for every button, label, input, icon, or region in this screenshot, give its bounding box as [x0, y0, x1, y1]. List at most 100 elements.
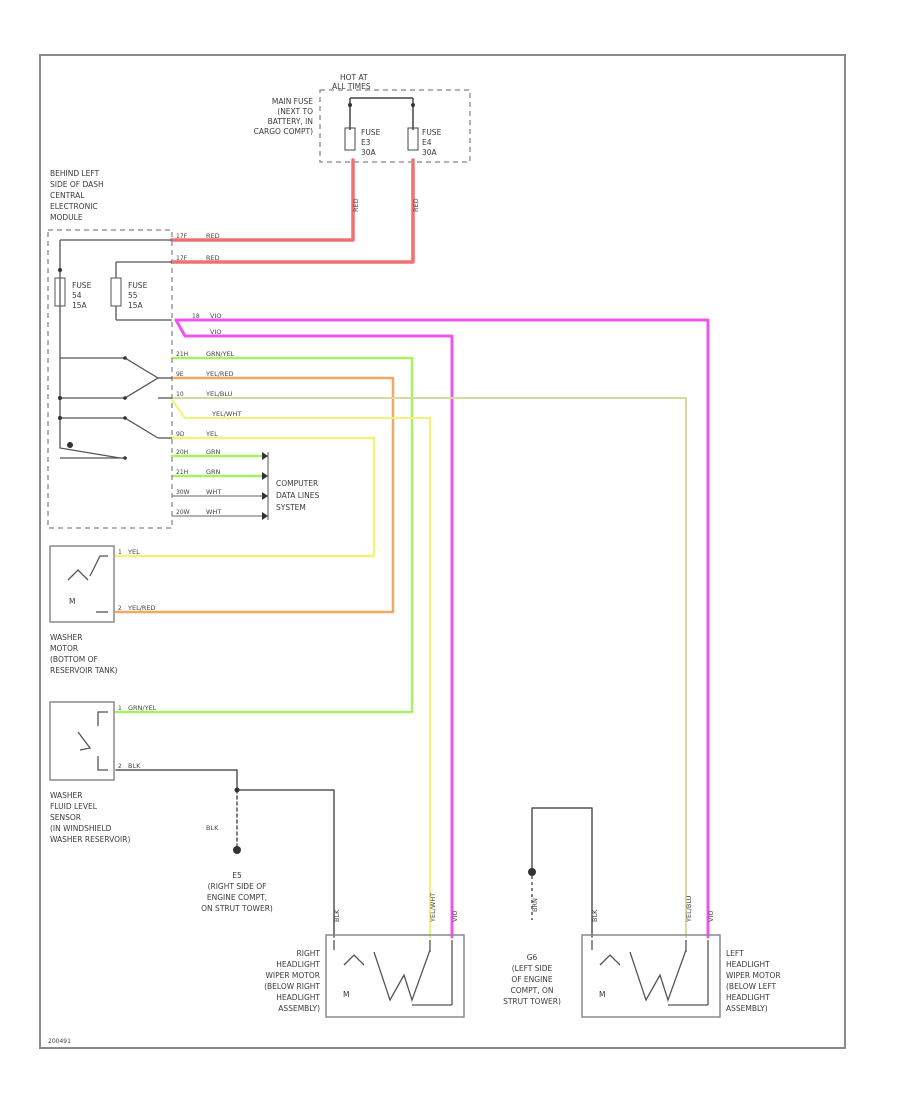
- wire-label-rm-vio: VIO: [451, 911, 459, 922]
- svg-text:SYSTEM: SYSTEM: [276, 503, 306, 512]
- svg-text:FLUID LEVEL: FLUID LEVEL: [50, 802, 98, 811]
- svg-text:HEADLIGHT: HEADLIGHT: [726, 960, 770, 969]
- main-fuse-e3-label: FUSE E3 30A: [361, 128, 381, 157]
- svg-text:WIPER MOTOR: WIPER MOTOR: [265, 971, 320, 980]
- wire-label-rm-yelwht: YEL/WHT: [429, 893, 437, 923]
- svg-text:RESERVOIR TANK): RESERVOIR TANK): [50, 666, 118, 675]
- svg-text:HEADLIGHT: HEADLIGHT: [276, 993, 320, 1002]
- right-motor-wire-labels: BLK YEL/WHT VIO: [333, 893, 459, 923]
- pin-9e: 9E: [176, 371, 184, 378]
- svg-text:15A: 15A: [128, 301, 144, 310]
- svg-text:FUSE: FUSE: [422, 128, 442, 137]
- wire-yel: [114, 436, 376, 558]
- wire-label-lm-vio: VIO: [707, 911, 715, 922]
- svg-text:E3: E3: [361, 138, 371, 147]
- pin-17f-1: 17F: [176, 233, 188, 240]
- ground-e5-label: E5 (RIGHT SIDE OF ENGINE COMPT, ON STRUT…: [201, 871, 273, 913]
- wire-label-yelblu: YEL/BLU: [205, 390, 233, 398]
- svg-text:LEFT: LEFT: [726, 949, 744, 958]
- svg-text:ALL TIMES: ALL TIMES: [332, 82, 371, 91]
- svg-text:(RIGHT SIDE OF: (RIGHT SIDE OF: [208, 882, 267, 891]
- wire-blk-left-motor: [531, 807, 593, 938]
- svg-text:MAIN FUSE: MAIN FUSE: [272, 97, 313, 106]
- svg-text:1: 1: [118, 549, 122, 556]
- washer-motor-label: WASHER MOTOR (BOTTOM OF RESERVOIR TANK): [50, 633, 118, 675]
- svg-text:SIDE OF DASH: SIDE OF DASH: [50, 180, 104, 189]
- svg-text:2: 2: [118, 763, 122, 770]
- pin-18: 18: [192, 313, 200, 320]
- wire-label-g6-brn: BRN: [531, 898, 539, 912]
- main-fuse-e4-label: FUSE E4 30A: [422, 128, 442, 157]
- wire-label-red-v2: RED: [412, 198, 420, 212]
- ground-e5: [233, 787, 241, 854]
- svg-text:HOT AT: HOT AT: [340, 73, 368, 82]
- washer-motor: M: [49, 545, 115, 623]
- svg-text:2: 2: [118, 605, 122, 612]
- svg-text:ASSEMBLY): ASSEMBLY): [278, 1004, 320, 1013]
- fluid-sensor-pins: 1 GRN/YEL 2 BLK: [118, 704, 157, 770]
- svg-text:E4: E4: [422, 138, 432, 147]
- svg-text:HEADLIGHT: HEADLIGHT: [276, 960, 320, 969]
- central-electronic-module: [47, 229, 173, 529]
- svg-text:E5: E5: [232, 871, 242, 880]
- wire-yelwht: [171, 399, 431, 938]
- ground-g6-label: G6 (LEFT SIDE OF ENGINE COMPT, ON STRUT …: [503, 953, 561, 1006]
- diagram-frame: [39, 54, 846, 1049]
- left-motor-wire-labels: BLK YEL/BLU VIO: [591, 895, 715, 923]
- svg-text:ASSEMBLY): ASSEMBLY): [726, 1004, 768, 1013]
- wire-label-red-1: RED: [206, 232, 220, 240]
- svg-text:CENTRAL: CENTRAL: [50, 191, 85, 200]
- hot-at-all-times-label: HOT AT ALL TIMES: [332, 73, 371, 91]
- pin-20w: 20W: [176, 509, 190, 516]
- svg-text:FUSE: FUSE: [72, 281, 92, 290]
- wire-label-rm-blk: BLK: [333, 909, 341, 922]
- wire-label-yelwht: YEL/WHT: [211, 410, 241, 418]
- wire-label-lm-yelblu: YEL/BLU: [685, 895, 693, 923]
- svg-text:SENSOR: SENSOR: [50, 813, 81, 822]
- svg-text:OF ENGINE: OF ENGINE: [511, 975, 553, 984]
- wire-label-lm-blk: BLK: [591, 909, 599, 922]
- svg-text:WASHER: WASHER: [50, 633, 83, 642]
- svg-text:ELECTRONIC: ELECTRONIC: [50, 202, 98, 211]
- svg-text:RIGHT: RIGHT: [297, 949, 321, 958]
- svg-text:ON STRUT TOWER): ON STRUT TOWER): [201, 904, 273, 913]
- wire-label-yel: YEL: [205, 430, 218, 438]
- right-motor-label: RIGHT HEADLIGHT WIPER MOTOR (BELOW RIGHT…: [264, 949, 320, 1013]
- main-fuse-box-label: MAIN FUSE (NEXT TO BATTERY, IN CARGO COM…: [254, 97, 314, 136]
- computer-data-lines-label: COMPUTER DATA LINES SYSTEM: [276, 479, 319, 512]
- svg-text:15A: 15A: [72, 301, 88, 310]
- svg-text:1: 1: [118, 705, 122, 712]
- svg-text:BEHIND LEFT: BEHIND LEFT: [50, 169, 100, 178]
- pin-10: 10: [176, 391, 184, 398]
- wire-label-fs-grnyel: GRN/YEL: [128, 704, 157, 712]
- svg-text:CARGO COMPT): CARGO COMPT): [254, 127, 313, 136]
- wire-violet-right-motor: [174, 318, 454, 939]
- svg-text:M: M: [69, 597, 75, 606]
- pin-9d: 9D: [176, 431, 185, 438]
- svg-text:(BOTTOM OF: (BOTTOM OF: [50, 655, 98, 664]
- left-motor-label: LEFT HEADLIGHT WIPER MOTOR (BELOW LEFT H…: [726, 949, 781, 1013]
- cem-fuse-55-label: FUSE 55 15A: [128, 281, 148, 310]
- cem-fuse-54-label: FUSE 54 15A: [72, 281, 92, 310]
- wire-label-red-2: RED: [206, 254, 220, 262]
- cem-wire-labels: RED RED VIO VIO GRN/YEL YEL/RED YEL/BLU …: [205, 198, 420, 516]
- svg-text:30A: 30A: [422, 148, 438, 157]
- svg-text:(IN WINDSHIELD: (IN WINDSHIELD: [50, 824, 112, 833]
- left-headlight-wiper-motor: M: [581, 934, 721, 1018]
- wire-yelblu: [171, 397, 687, 938]
- svg-text:HEADLIGHT: HEADLIGHT: [726, 993, 770, 1002]
- washer-motor-pins: 1 YEL 2 YEL/RED: [118, 548, 156, 612]
- svg-text:STRUT TOWER): STRUT TOWER): [503, 997, 561, 1006]
- wires: [114, 158, 710, 939]
- pin-21h-2: 21H: [176, 469, 188, 476]
- svg-text:MODULE: MODULE: [50, 213, 83, 222]
- wire-label-wm-yelred: YEL/RED: [127, 604, 156, 612]
- cem-pin-labels: 17F 17F 18 21H 9E 10 9D 20H 21H 30W 20W: [176, 233, 200, 516]
- pin-30w: 30W: [176, 489, 190, 496]
- wire-label-vio: VIO: [210, 312, 221, 320]
- svg-text:FUSE: FUSE: [361, 128, 381, 137]
- wire-label-red-v1: RED: [352, 198, 360, 212]
- wire-grnyel: [114, 356, 414, 714]
- cem-label: BEHIND LEFT SIDE OF DASH CENTRAL ELECTRO…: [50, 169, 104, 222]
